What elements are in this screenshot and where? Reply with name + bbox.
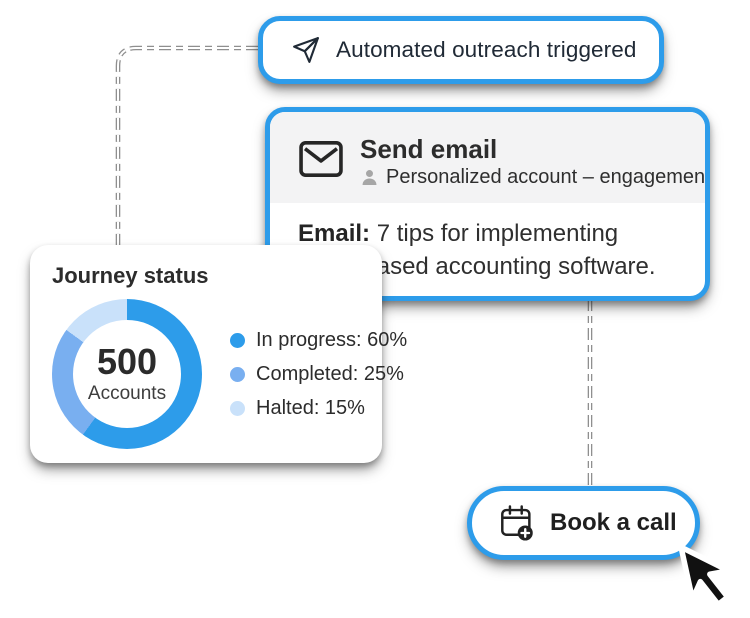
calendar-add-icon <box>498 503 536 543</box>
donut-center: 500 Accounts <box>73 320 181 428</box>
accounts-count: 500 <box>96 340 158 382</box>
journey-status-card: Journey status 500 Accounts In progress:… <box>30 245 407 463</box>
send-email-title: Send email <box>360 134 498 164</box>
legend-item-completed: Completed: 25% <box>230 363 407 386</box>
in-progress-dot <box>230 332 245 348</box>
email-body-label: Email: <box>298 220 371 248</box>
legend-item-halted: Halted: 15% <box>230 397 407 420</box>
donut-legend: In progress: 60% Completed: 25% Halted: … <box>230 329 407 420</box>
legend-item-in-progress: In progress: 60% <box>230 329 407 352</box>
send-email-card-header: Send email Personalized account – engage… <box>270 112 705 204</box>
book-a-call-button[interactable]: Book a call <box>467 486 700 560</box>
outreach-pill-label: Automated outreach triggered <box>336 37 637 62</box>
halted-dot <box>230 400 245 416</box>
mouse-cursor <box>662 534 748 618</box>
journey-status-title: Journey status <box>52 263 209 288</box>
automated-outreach-pill[interactable]: Automated outreach triggered <box>258 16 664 84</box>
send-email-subtitle: Personalized account – engagement <box>386 166 710 189</box>
person-icon <box>360 168 379 187</box>
book-a-call-label: Book a call <box>550 509 677 536</box>
accounts-label: Accounts <box>87 382 167 404</box>
in-progress-label: In progress: 60% <box>256 328 408 351</box>
completed-label: Completed: 25% <box>256 362 404 385</box>
halted-label: Halted: 15% <box>256 396 365 419</box>
journey-donut-chart: 500 Accounts <box>52 299 202 449</box>
envelope-icon <box>298 140 344 178</box>
connector-outreach-to-journey <box>115 45 258 250</box>
send-icon <box>291 35 321 65</box>
completed-dot <box>230 366 245 382</box>
